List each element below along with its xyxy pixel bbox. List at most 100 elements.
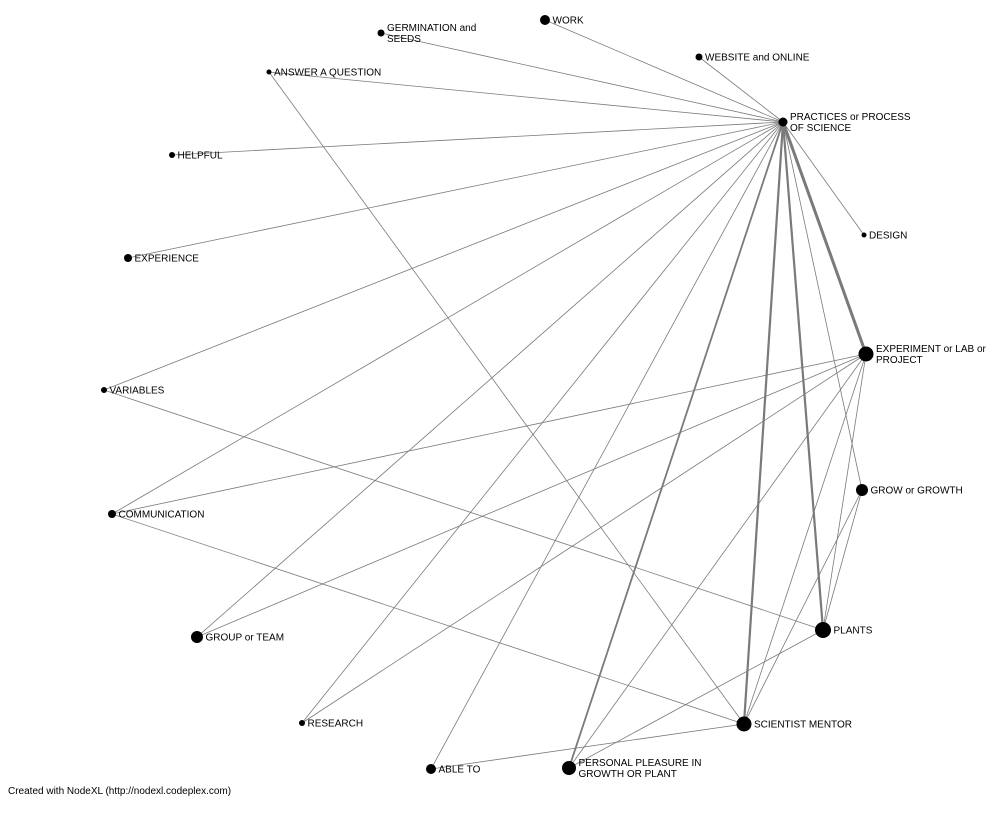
node-label-line: COMMUNICATION [119, 510, 205, 521]
edge-practices-work [544, 19, 784, 123]
edge-practices-communication [111, 121, 784, 515]
node-label-line: EXPERIENCE [135, 254, 200, 265]
node-dot-helpful [169, 152, 175, 158]
node-label-design: DESIGN [869, 231, 907, 242]
edge-practices-experience [127, 121, 784, 259]
node-label-line: SCIENTIST MENTOR [754, 720, 852, 731]
edge-grow-plants [822, 489, 863, 631]
edge-practices-website [698, 56, 784, 123]
node-label-group: GROUP or TEAM [206, 633, 285, 644]
node-dot-germination [377, 29, 385, 37]
node-dot-personal [562, 761, 576, 775]
edge-variables-plants [103, 389, 824, 631]
node-label-line: ANSWER A QUESTION [274, 68, 381, 79]
node-dot-research [299, 720, 305, 726]
edge-experiment-plants [822, 353, 867, 631]
edge-experiment-scientist [743, 353, 867, 725]
edge-practices-germination [380, 32, 784, 123]
edge-communication-scientist [111, 513, 745, 725]
edge-practices-design [782, 121, 865, 236]
node-label-ableto: ABLE TO [439, 765, 481, 776]
node-label-line: GROUP or TEAM [206, 633, 285, 644]
edge-experiment-personal [568, 353, 867, 769]
node-label-line: RESEARCH [308, 719, 364, 730]
node-label-line: WEBSITE and ONLINE [705, 53, 810, 64]
node-dot-design [861, 232, 867, 238]
node-label-line: GERMINATION and [387, 23, 476, 34]
node-label-line: EXPERIMENT or LAB or [876, 344, 987, 355]
node-label-scientist: SCIENTIST MENTOR [754, 720, 852, 731]
edge-practices-personal [568, 121, 784, 769]
node-label-line: DESIGN [869, 231, 907, 242]
node-label-plants: PLANTS [834, 626, 873, 637]
node-dot-work [540, 15, 550, 25]
edge-experiment-research [301, 353, 867, 724]
node-label-grow: GROW or GROWTH [871, 486, 963, 497]
node-dot-scientist [736, 716, 752, 732]
edge-practices-experiment [781, 121, 868, 355]
node-label-helpful: HELPFUL [178, 151, 223, 162]
node-work: WORK [540, 15, 584, 27]
node-label-experience: EXPERIENCE [135, 254, 200, 265]
edge-experiment-group [196, 353, 867, 638]
node-dot-group [191, 631, 203, 643]
node-label-work: WORK [553, 16, 584, 27]
node-dot-grow [856, 484, 868, 496]
edge-grow-scientist [743, 489, 863, 725]
node-label-line: SEEDS [387, 34, 421, 45]
node-website: WEBSITE and ONLINE [695, 53, 810, 64]
edge-layer [103, 19, 868, 770]
node-label-line: OF SCIENCE [790, 123, 851, 134]
edge-plants-personal [568, 629, 824, 769]
node-helpful: HELPFUL [169, 151, 223, 162]
node-label-website: WEBSITE and ONLINE [705, 53, 810, 64]
edge-practices-ableto [430, 121, 784, 770]
node-plants: PLANTS [815, 622, 873, 638]
node-label-line: WORK [553, 16, 584, 27]
edge-scientist-ableto [430, 723, 745, 770]
node-dot-website [695, 53, 703, 61]
node-dot-ableto [426, 764, 436, 774]
edge-practices-helpful [171, 121, 784, 156]
edge-experiment-communication [111, 353, 867, 515]
node-research: RESEARCH [299, 719, 363, 730]
node-variables: VARIABLES [101, 386, 165, 397]
node-design: DESIGN [861, 231, 907, 242]
edge-practices-variables [103, 121, 784, 391]
edge-answer-scientist [268, 71, 745, 725]
node-dot-answer [266, 69, 272, 75]
node-label-line: PLANTS [834, 626, 873, 637]
node-label-variables: VARIABLES [110, 386, 165, 397]
node-label-line: PERSONAL PLEASURE IN [579, 758, 702, 769]
node-label-line: HELPFUL [178, 151, 223, 162]
node-label-line: PRACTICES or PROCESS [790, 112, 911, 123]
node-label-line: GROWTH OR PLANT [579, 769, 677, 780]
node-label-line: VARIABLES [110, 386, 165, 397]
edge-practices-plants [781, 121, 825, 631]
edge-practices-group [196, 121, 784, 638]
node-scientist: SCIENTIST MENTOR [736, 716, 852, 732]
node-label-line: GROW or GROWTH [871, 486, 963, 497]
edge-practices-grow [782, 121, 863, 491]
nodexl-credit: Created with NodeXL (http://nodexl.codep… [8, 786, 232, 797]
node-dot-practices [778, 117, 788, 127]
node-grow: GROW or GROWTH [856, 484, 963, 497]
node-ableto: ABLE TO [426, 764, 481, 776]
node-label-research: RESEARCH [308, 719, 364, 730]
node-answer: ANSWER A QUESTION [266, 68, 381, 79]
node-experience: EXPERIENCE [124, 254, 199, 265]
edge-practices-scientist [742, 121, 785, 725]
node-dot-communication [108, 510, 116, 518]
node-dot-plants [815, 622, 831, 638]
node-label-answer: ANSWER A QUESTION [274, 68, 381, 79]
